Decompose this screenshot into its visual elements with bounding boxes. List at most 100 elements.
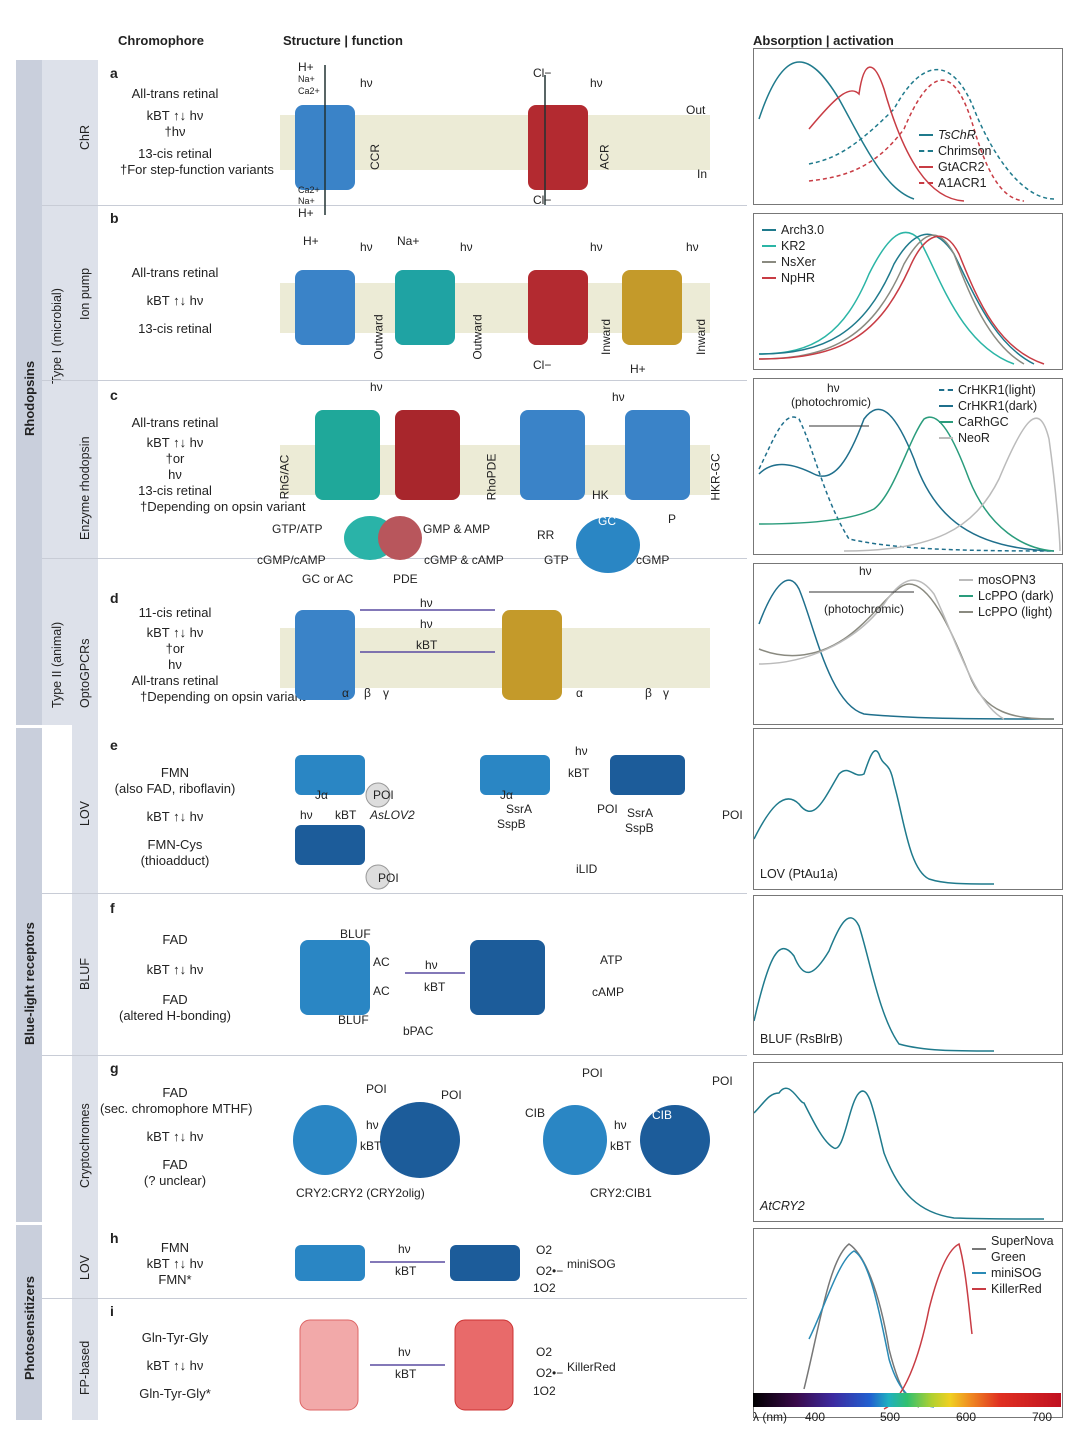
row-c-label: Enzyme rhodopsin — [78, 436, 92, 540]
chromophore-d: 11-cis retinal kBT ↑↓ hν †or hν All-tran… — [100, 605, 306, 705]
label-gc: GC — [598, 514, 616, 528]
chrom-line: FAD — [162, 992, 188, 1007]
legend-item: miniSOG — [972, 1265, 1061, 1281]
label-hv: hν — [425, 958, 438, 972]
label-ssra: SsrA — [627, 806, 654, 820]
chrom-line: †or — [165, 641, 185, 656]
plot-d-curves — [758, 579, 1055, 720]
legend-item: A1ACR1 — [919, 175, 992, 191]
label-poi: POI — [366, 1082, 387, 1096]
plot-a-curves — [758, 61, 1055, 202]
legend-item: Chrimson — [919, 143, 992, 159]
chrom-line: †or — [165, 451, 185, 466]
cry2-olig — [380, 1102, 460, 1178]
aslov2-lit — [295, 825, 365, 865]
hkr-protein-left — [520, 410, 585, 500]
photo-bar — [16, 1225, 42, 1420]
chrom-line: †hν — [164, 124, 186, 139]
rhgac-protein — [315, 410, 380, 500]
legend-item: Arch3.0 — [762, 222, 824, 238]
chromophore-e: FMN (also FAD, riboflavin) kBT ↑↓ hν FMN… — [100, 765, 250, 869]
chrom-line: FAD — [162, 1157, 188, 1172]
label-killerred: KillerRed — [567, 1360, 616, 1374]
chrom-line: kBT ↑↓ hν — [146, 108, 204, 123]
label-h: H+ — [630, 362, 646, 376]
separator — [42, 893, 747, 894]
label-o2: O2 — [536, 1345, 553, 1359]
label-cib: CIB — [652, 1108, 673, 1122]
label-poi: POI — [597, 802, 618, 816]
axis-tick: 400 — [805, 1410, 826, 1424]
row-a-letter: a — [110, 65, 118, 81]
label-ccr: CCR — [368, 144, 382, 170]
label-hv: hν — [590, 76, 603, 90]
chromophore-b: All-trans retinal kBT ↑↓ hν 13-cis retin… — [100, 265, 250, 337]
optogpcr-light — [502, 610, 562, 700]
chrom-line: kBT ↑↓ hν — [146, 1358, 204, 1373]
plot-g-label: AtCRY2 — [760, 1199, 805, 1213]
pump-h-inward-protein — [622, 270, 682, 345]
label-hv: hν — [460, 240, 473, 254]
chrom-line: (? unclear) — [143, 1173, 207, 1188]
cry2-dark — [293, 1105, 357, 1175]
label-rhopde: RhoPDE — [484, 453, 499, 501]
chrom-line: †For step-function variants — [120, 162, 274, 177]
label-cgmpcamp: cGMP/cAMP — [257, 553, 326, 567]
plot-d: hν (photochromic) mosOPN3 LcPPO (dark) L… — [753, 563, 1063, 725]
legend-d: mosOPN3 LcPPO (dark) LcPPO (light) — [959, 572, 1054, 620]
label-alpha: α — [576, 686, 583, 700]
optogpcr-dark — [295, 610, 355, 700]
gc-domain — [576, 517, 640, 573]
label-outward: Outward — [470, 314, 485, 360]
legend-h: SuperNova Green miniSOG KillerRed — [972, 1233, 1061, 1297]
label-beta: β — [364, 686, 371, 700]
pump-cl-protein — [528, 270, 588, 345]
legend-item: CrHKR1(light) — [939, 382, 1037, 398]
acr-protein — [528, 75, 588, 205]
poi-circle — [365, 864, 391, 890]
type-bar — [42, 60, 72, 725]
chrom-line: FAD — [162, 1085, 188, 1100]
label-singlet-o2: 1O2 — [533, 1384, 556, 1398]
ilid-dark — [480, 755, 550, 795]
row-d-label: OptoGPCRs — [78, 638, 92, 708]
label-na: Na+ — [298, 196, 315, 206]
label-kbt: kBT — [424, 980, 446, 994]
label-rhgac: RhG/AC — [277, 454, 292, 500]
axis-tick: 600 — [956, 1410, 977, 1424]
legend-item: SuperNova Green — [972, 1233, 1061, 1265]
absorption-header: Absorption | activation — [753, 33, 894, 48]
legend-item: CrHKR1(dark) — [939, 398, 1037, 414]
row-i-letter: i — [110, 1303, 114, 1319]
label-cgmpandcamp: cGMP & cAMP — [424, 553, 504, 567]
minisog-dark — [295, 1245, 365, 1281]
label-hv: hν — [398, 1345, 411, 1359]
sub-bar — [72, 60, 98, 1420]
label-cry2cib1: CRY2:CIB1 — [590, 1186, 652, 1200]
type2-label: Type II (animal) — [50, 621, 64, 708]
cry2-cib-lit — [640, 1105, 710, 1175]
label-o2: O2 — [536, 1243, 553, 1257]
bpac-dark — [300, 940, 370, 1015]
blue-bar — [16, 728, 42, 1222]
label-hv: hν — [370, 380, 383, 394]
legend-c: CrHKR1(light) CrHKR1(dark) CaRhGC NeoR — [939, 382, 1037, 446]
label-h: H+ — [298, 206, 314, 220]
chromophore-i: Gln-Tyr-Gly kBT ↑↓ hν Gln-Tyr-Gly* — [100, 1330, 250, 1402]
label-hv: hν — [614, 1118, 627, 1132]
axis-tick: 500 — [880, 1410, 901, 1424]
plot-f-label: BLUF (RsBlrB) — [760, 1032, 843, 1046]
label-pde: PDE — [393, 572, 418, 586]
legend-item: LcPPO (light) — [959, 604, 1054, 620]
axis-label: λ (nm) — [753, 1410, 787, 1424]
label-superoxide: O2•− — [536, 1366, 564, 1380]
label-hv: hν — [360, 240, 373, 254]
chrom-line: (sec. chromophore MTHF) — [100, 1101, 253, 1116]
rhodopsins-label: Rhodopsins — [22, 360, 37, 436]
label-ssra: SsrA — [506, 802, 533, 816]
label-hv: hν — [612, 390, 625, 404]
annotation-photochromic: (photochromic) — [791, 395, 872, 409]
label-poi: POI — [441, 1088, 462, 1102]
chrom-line: (altered H-bonding) — [118, 1008, 231, 1023]
plot-e-label: LOV (PtAu1a) — [760, 867, 838, 881]
